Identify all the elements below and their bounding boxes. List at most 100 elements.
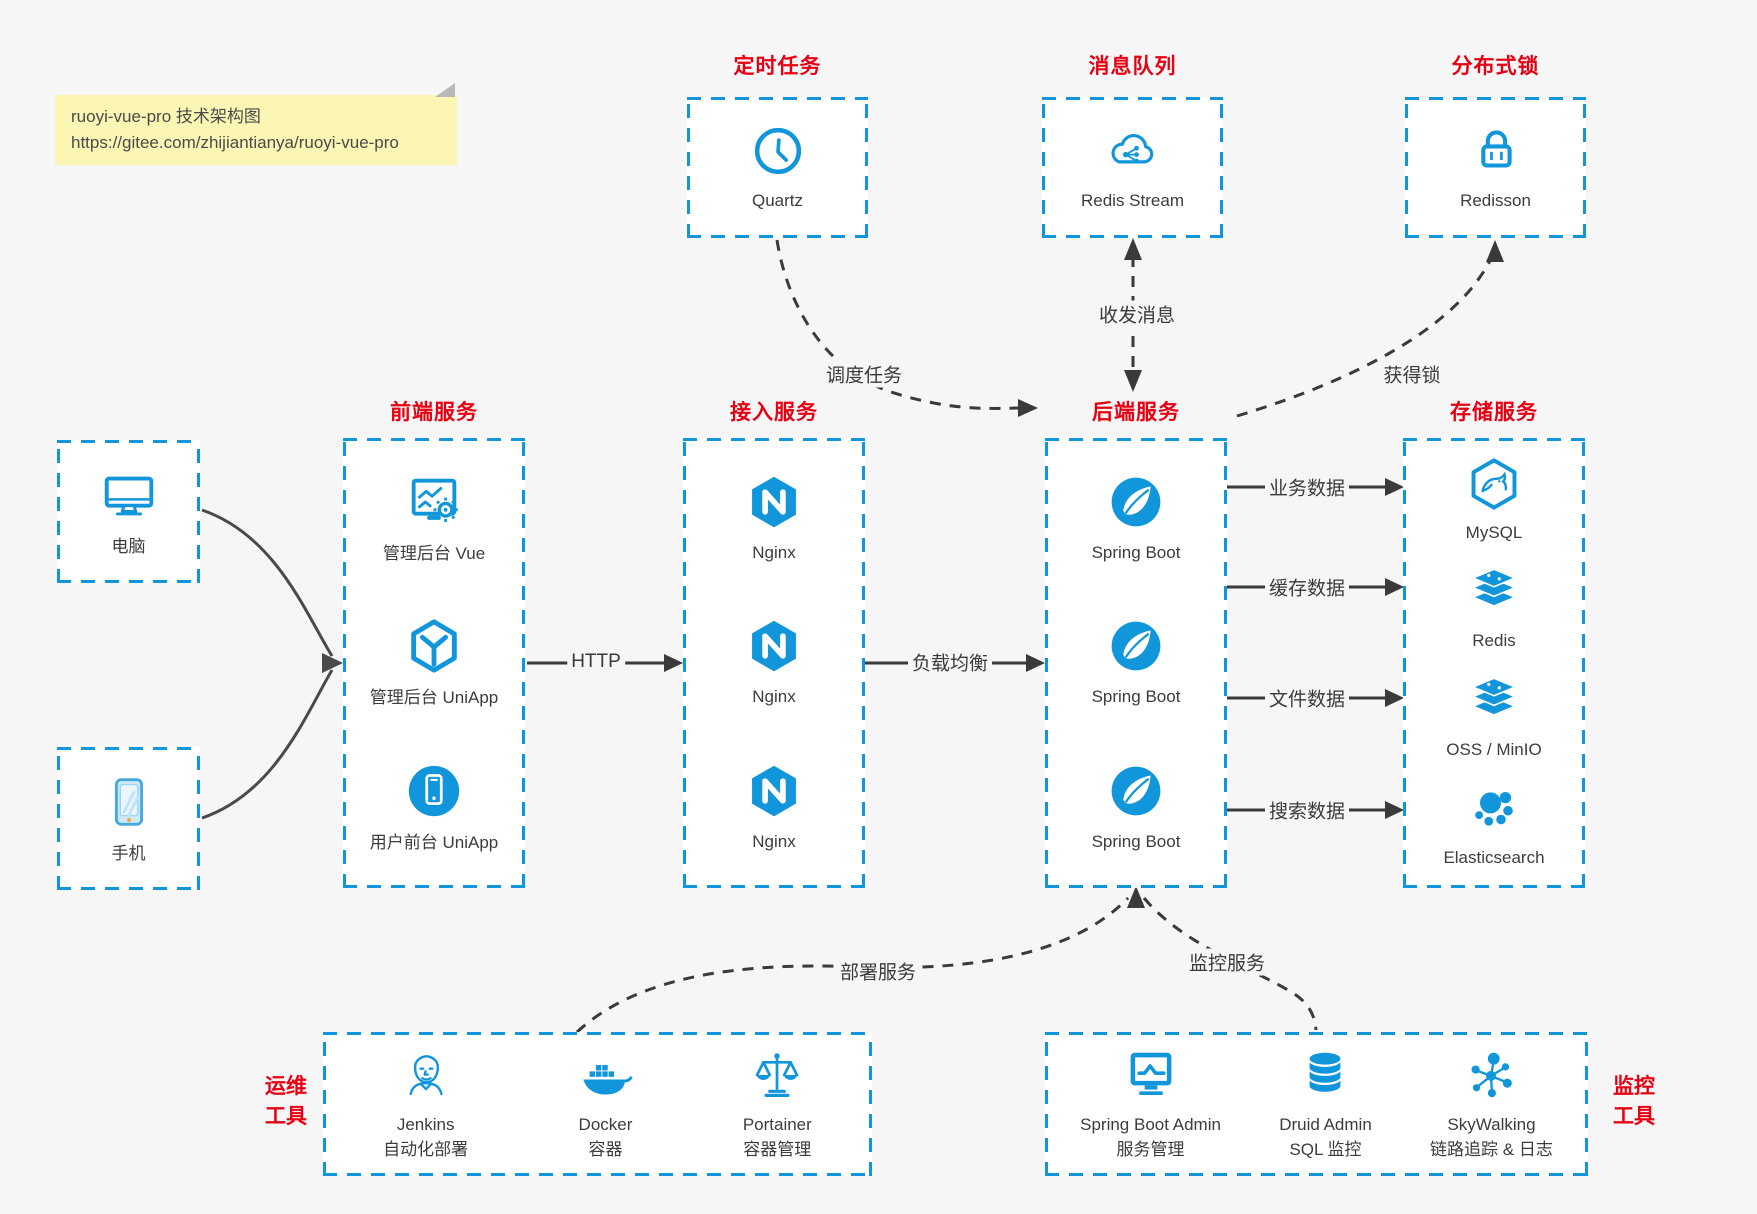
node-label: Jenkins 自动化部署 (383, 1112, 468, 1163)
node-label-sub: 容器 (588, 1140, 623, 1159)
node-label: Spring Boot (1091, 542, 1181, 562)
node-label: OSS / MinIO (1446, 739, 1542, 759)
node-label: Docker 容器 (579, 1112, 633, 1163)
box-message-queue: Redis Stream (1042, 97, 1223, 238)
node-spring-boot-2: Spring Boot (1092, 616, 1180, 710)
group-title-backend: 后端服务 (1092, 401, 1180, 424)
node-mobile: 手机 (98, 771, 160, 867)
sticky-note: ruoyi-vue-pro 技术架构图 https://gitee.com/zh… (55, 83, 457, 165)
node-label: 电脑 (111, 536, 146, 556)
elasticsearch-icon (1466, 781, 1522, 837)
edge-label-monitor: 监控服务 (1184, 948, 1270, 976)
monitor-title-line1: 监控 (1613, 1075, 1655, 1098)
node-admin-uniapp: 管理后台 UniApp (370, 615, 498, 711)
node-label-sub: 链路追踪 & 日志 (1430, 1140, 1553, 1159)
docker-icon (576, 1046, 634, 1104)
node-spring-boot-3: Spring Boot (1091, 761, 1181, 855)
node-portainer: Portainer 容器管理 (743, 1046, 812, 1163)
mobile-icon (98, 771, 160, 833)
database-icon (1296, 1046, 1354, 1104)
redis-layers-icon (1466, 673, 1522, 729)
node-label: Spring Boot (1091, 831, 1181, 851)
admin-vue-icon (403, 471, 465, 533)
group-title-distributed-lock: 分布式锁 (1451, 55, 1540, 78)
edge-label-lock: 获得锁 (1379, 360, 1445, 388)
desktop-icon (98, 464, 160, 526)
edge-label-file-data: 文件数据 (1264, 684, 1350, 712)
node-label: 管理后台 Vue (382, 543, 486, 563)
node-label: MySQL (1465, 522, 1523, 542)
note-fold-corner (435, 83, 455, 97)
cloud-share-icon (1103, 122, 1161, 180)
node-label-main: Portainer (742, 1114, 812, 1134)
node-label-main: SkyWalking (1447, 1114, 1536, 1134)
spring-icon (1106, 472, 1166, 532)
note-title: ruoyi-vue-pro 技术架构图 (71, 107, 261, 126)
clock-icon (749, 122, 807, 180)
node-label-sub: 容器管理 (743, 1140, 812, 1159)
edge-phone-to-frontend (201, 669, 334, 820)
node-label: Redisson (1460, 190, 1531, 210)
node-label: 管理后台 UniApp (369, 688, 499, 708)
monitor-chart-icon (1122, 1046, 1180, 1104)
nginx-icon (744, 761, 804, 821)
group-title-message-queue: 消息队列 (1088, 55, 1177, 78)
note-url: https://gitee.com/zhijiantianya/ruoyi-vu… (71, 132, 399, 152)
edge-label-http: HTTP (567, 651, 625, 673)
node-pc: 电脑 (98, 464, 160, 560)
node-label-main: Spring Boot Admin (1080, 1114, 1221, 1134)
edge-label-cache-data: 缓存数据 (1264, 573, 1350, 601)
node-label-main: Docker (578, 1114, 633, 1134)
box-backend-services: Spring Boot Spring Boot Spring Boot (1045, 438, 1227, 888)
node-label: Redis Stream (1081, 190, 1184, 210)
node-spring-boot-admin: Spring Boot Admin 服务管理 (1080, 1046, 1221, 1163)
node-label: Nginx (752, 831, 796, 851)
node-label-main: Druid Admin (1279, 1114, 1372, 1134)
lock-icon (1467, 122, 1525, 180)
node-label-main: Jenkins (396, 1114, 455, 1134)
jenkins-icon (397, 1046, 455, 1104)
node-redisson: Redisson (1460, 122, 1531, 214)
box-storage-services: MySQL Redis OSS / MinIO Elasticsearch (1403, 438, 1585, 888)
node-label-sub: 服务管理 (1116, 1140, 1185, 1159)
node-redis-stream: Redis Stream (1081, 122, 1184, 214)
group-title-scheduled-task: 定时任务 (733, 55, 822, 78)
node-nginx-2: Nginx (744, 616, 804, 710)
node-elasticsearch: Elasticsearch (1443, 781, 1545, 871)
box-frontend-services: 管理后台 Vue 管理后台 UniApp 用户前台 UniApp (343, 438, 525, 888)
box-scheduled-task: Quartz (687, 97, 868, 238)
edge-label-search-data: 搜索数据 (1264, 796, 1350, 824)
group-title-gateway: 接入服务 (730, 401, 818, 424)
uniapp-cube-icon (403, 615, 465, 677)
node-spring-boot-1: Spring Boot (1091, 472, 1181, 566)
node-label: SkyWalking 链路追踪 & 日志 (1430, 1112, 1553, 1163)
box-ops-tools: Jenkins 自动化部署 Docker 容器 Portainer 容器管理 (323, 1032, 872, 1176)
node-docker: Docker 容器 (576, 1046, 634, 1163)
edge-deploy (575, 896, 1130, 1034)
monitor-title-line2: 工具 (1613, 1105, 1655, 1129)
node-label: Spring Boot Admin 服务管理 (1080, 1112, 1221, 1163)
group-title-monitor-tools: 监控 工具 (1598, 1072, 1670, 1133)
topology-icon (1462, 1046, 1520, 1104)
spring-icon (1106, 616, 1166, 676)
box-gateway-services: Nginx Nginx Nginx (683, 438, 865, 888)
arrowhead-frontend (322, 653, 343, 673)
node-label-sub: 自动化部署 (383, 1140, 469, 1159)
edge-label-deploy: 部署服务 (835, 957, 921, 985)
node-label-sub: SQL 监控 (1289, 1140, 1362, 1159)
node-nginx-1: Nginx (744, 472, 804, 566)
node-label: Nginx (752, 687, 796, 707)
edge-monitor (1142, 897, 1318, 1031)
nginx-icon (744, 472, 804, 532)
edge-label-schedule: 调度任务 (821, 360, 907, 388)
nginx-icon (744, 616, 804, 676)
node-label: 用户前台 UniApp (369, 832, 499, 852)
box-client-mobile: 手机 (57, 747, 200, 890)
box-distributed-lock: Redisson (1405, 97, 1586, 238)
edge-label-load-balance: 负载均衡 (907, 648, 993, 676)
